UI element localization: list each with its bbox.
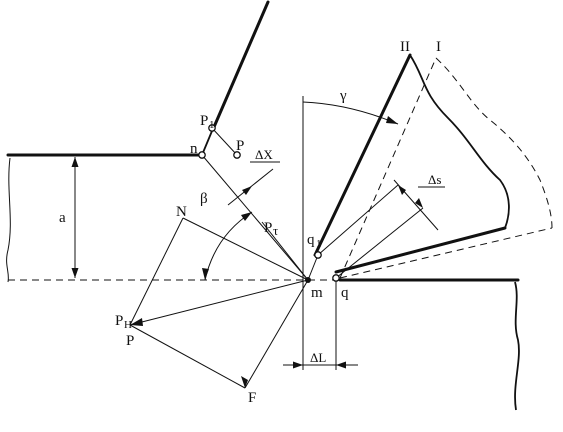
label-p-n: P — [115, 313, 123, 329]
force-p-arrowhead — [130, 318, 143, 326]
force-f-arrowhead — [241, 376, 248, 388]
dimension-ds-arrow-2 — [415, 198, 423, 208]
label-roman-2: II — [400, 39, 410, 55]
line-m-q1 — [307, 254, 319, 281]
tool-ii-back-break — [409, 54, 510, 229]
workpiece-right-break — [514, 281, 520, 411]
point-q — [332, 274, 340, 282]
label-n-vector: N — [176, 204, 187, 220]
point-q1 — [314, 251, 322, 259]
label-p-tau-sub: τ — [273, 223, 278, 238]
tool-ii-rake-face — [313, 53, 412, 257]
force-p-line — [129, 279, 309, 326]
dimension-dl-arrow-left — [293, 361, 303, 369]
label-n-point: n — [190, 141, 198, 157]
force-ptau-line — [261, 221, 309, 281]
label-gamma: γ — [339, 88, 347, 104]
tool-i-rake-face-dashed — [339, 57, 437, 279]
label-a: a — [59, 210, 66, 226]
chip-upper-edge — [212, 0, 270, 129]
point-p1 — [208, 124, 216, 132]
force-f-line — [244, 279, 309, 389]
label-p1: P — [200, 113, 208, 129]
dimension-dl-arrow-right — [336, 361, 346, 369]
label-delta-l: ΔL — [310, 350, 326, 365]
dimension-dx-arrow — [242, 186, 252, 195]
force-n-line — [182, 217, 309, 281]
label-p1-sub: 1 — [209, 119, 215, 131]
label-p-point: P — [126, 333, 134, 349]
point-n — [198, 151, 206, 159]
label-delta-x: ΔX — [255, 147, 273, 162]
dimension-a-arrow-top — [71, 157, 79, 167]
angle-beta-arrow — [202, 268, 209, 280]
label-delta-s: Δs — [428, 172, 441, 187]
flow-line-q — [335, 207, 424, 279]
label-q1-sub: 1 — [316, 238, 322, 250]
parallelogram-n-side — [129, 217, 184, 326]
tool-ii-flank — [334, 226, 507, 274]
chip-lower-edge — [201, 130, 213, 156]
point-m — [305, 277, 311, 283]
parallelogram-f-side — [129, 324, 246, 389]
label-p-n-sub: H — [124, 319, 132, 331]
tool-i-back-break-dashed — [435, 57, 553, 229]
label-p-top: P — [236, 138, 244, 154]
workpiece-left-break — [6, 157, 11, 283]
label-q1-point: q — [307, 232, 315, 248]
flow-line-q1 — [317, 184, 399, 256]
label-q-point: q — [341, 285, 349, 301]
dimension-ds-arrow-1 — [398, 185, 406, 195]
angle-beta-arrow-top — [241, 212, 252, 221]
tool-i-flank-dashed — [339, 227, 553, 279]
label-f-vector: F — [248, 390, 256, 406]
label-roman-1: I — [436, 39, 441, 55]
line-p1-p — [211, 127, 238, 156]
dimension-a-arrow-bottom — [71, 268, 79, 278]
point-p-top — [233, 151, 241, 159]
angle-gamma-arrow — [386, 116, 398, 124]
label-p-tau: P — [264, 220, 272, 236]
shear-plane-line — [201, 154, 309, 281]
angle-beta-arc — [204, 211, 253, 281]
label-m-point: m — [311, 285, 323, 301]
label-beta: β — [200, 191, 208, 207]
